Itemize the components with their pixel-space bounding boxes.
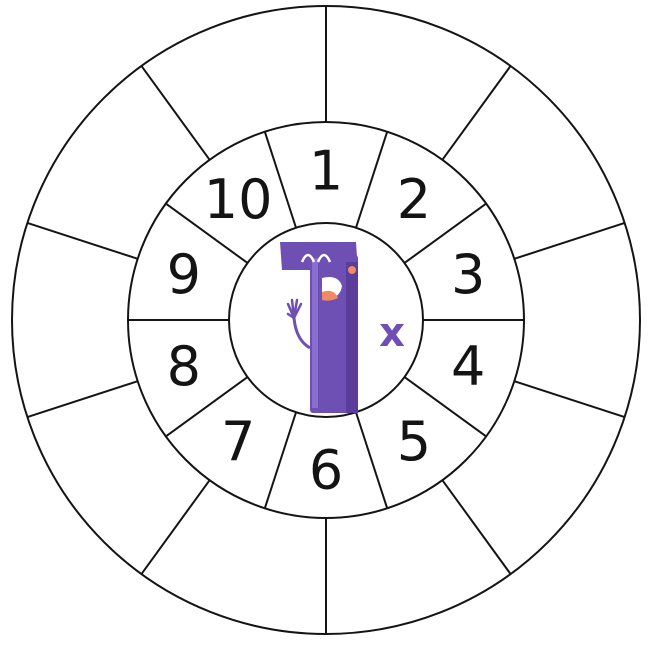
ring-number: 1 — [309, 140, 343, 203]
ring-number: 9 — [167, 243, 201, 306]
ring-number: 7 — [221, 410, 255, 473]
character-highlight — [312, 258, 318, 408]
ring-number: 2 — [397, 168, 431, 231]
inner-divider — [356, 412, 387, 508]
ring-number: 4 — [451, 335, 485, 398]
character-body-shade — [346, 262, 358, 413]
ring-number: 8 — [167, 335, 201, 398]
character-cheek — [348, 266, 356, 274]
inner-divider — [356, 132, 387, 228]
character-arm — [294, 318, 310, 348]
ring-number: 5 — [397, 410, 431, 473]
ring-number: 10 — [204, 168, 273, 231]
ring-number: 6 — [309, 439, 343, 502]
multiplication-sign: x — [379, 310, 405, 356]
waving-hand-icon — [288, 300, 301, 318]
number-one-character: x — [280, 242, 405, 413]
inner-divider — [265, 412, 296, 508]
ring-number: 3 — [451, 243, 485, 306]
